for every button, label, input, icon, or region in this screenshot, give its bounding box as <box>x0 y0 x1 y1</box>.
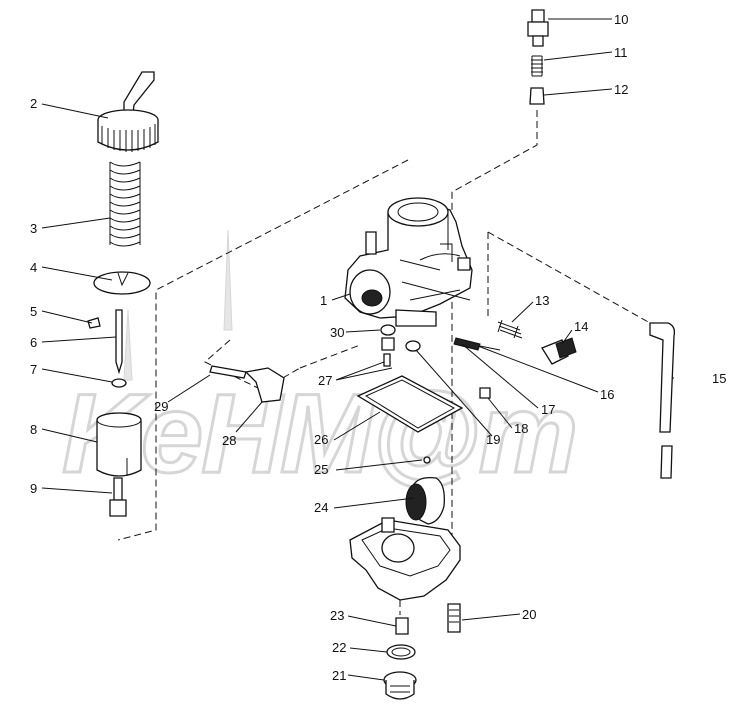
callout-24: 24 <box>314 500 328 515</box>
watermark: KeHM@m <box>61 229 580 498</box>
part-26-gasket <box>356 375 464 433</box>
callout-28: 28 <box>222 433 236 448</box>
callout-6: 6 <box>30 335 37 350</box>
callout-20: 20 <box>522 607 536 622</box>
part-14-screw <box>541 337 577 365</box>
part-27-30-jets <box>380 324 396 367</box>
part-1-carburetor-body <box>344 197 473 327</box>
callout-7: 7 <box>30 362 37 377</box>
callout-9: 9 <box>30 481 37 496</box>
part-10-12-fitting <box>527 9 549 105</box>
part-13-spring <box>497 319 523 339</box>
part-15-hose <box>649 322 676 479</box>
callout-10: 10 <box>614 12 628 27</box>
part-20-bolt <box>447 603 461 633</box>
callout-13: 13 <box>535 293 549 308</box>
part-2-top-cap <box>97 71 159 152</box>
callout-21: 21 <box>332 668 346 683</box>
callout-29: 29 <box>154 399 168 414</box>
part-8-throttle-slide <box>96 412 142 477</box>
part-9-screw <box>109 477 127 517</box>
callout-27: 27 <box>318 373 332 388</box>
part-5-6-needle <box>87 309 123 375</box>
callout-5: 5 <box>30 304 37 319</box>
callout-19: 19 <box>486 432 500 447</box>
callout-3: 3 <box>30 221 37 236</box>
callout-16: 16 <box>600 387 614 402</box>
part-25-pin <box>423 456 431 464</box>
callout-17: 17 <box>541 402 555 417</box>
callout-1: 1 <box>320 293 327 308</box>
callout-26: 26 <box>314 432 328 447</box>
callout-14: 14 <box>574 319 588 334</box>
part-24-float <box>405 476 445 525</box>
callout-30: 30 <box>330 325 344 340</box>
callout-4: 4 <box>30 260 37 275</box>
callout-labels: 2 3 4 5 6 7 8 9 10 11 12 1 13 14 15 16 1… <box>30 12 726 683</box>
callout-8: 8 <box>30 422 37 437</box>
part-18-19-fasteners <box>405 340 491 399</box>
callout-22: 22 <box>332 640 346 655</box>
part-4-clip-plate <box>93 271 151 295</box>
callout-12: 12 <box>614 82 628 97</box>
callout-2: 2 <box>30 96 37 111</box>
callout-15: 15 <box>712 371 726 386</box>
callout-11: 11 <box>614 45 628 60</box>
part-16-17-pilot <box>453 337 501 351</box>
part-7-washer <box>111 378 127 388</box>
assembly-lines <box>117 110 651 615</box>
callout-25: 25 <box>314 462 328 477</box>
part-21-23-drain <box>383 617 417 700</box>
part-3-spring <box>109 161 141 247</box>
leader-lines <box>41 18 674 681</box>
watermark-text: KeHM@m <box>62 371 576 496</box>
callout-18: 18 <box>514 421 528 436</box>
part-28-29-float-pieces <box>209 365 285 403</box>
callout-23: 23 <box>330 608 344 623</box>
float-bowl <box>349 517 461 601</box>
